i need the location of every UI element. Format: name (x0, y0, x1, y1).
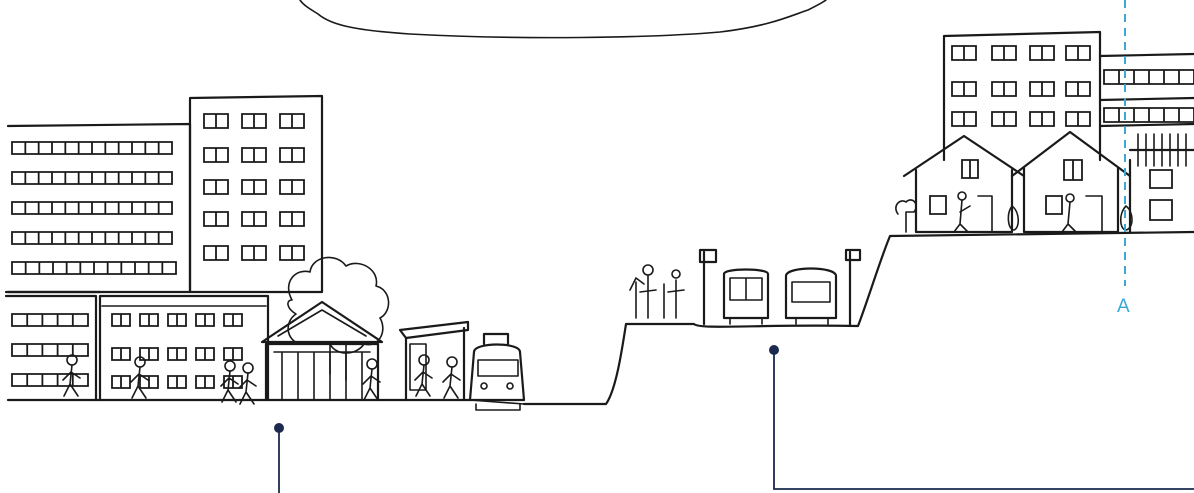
terrace-people (896, 192, 1132, 232)
window (992, 112, 1016, 126)
window (1030, 46, 1054, 60)
window (204, 212, 228, 226)
window (280, 114, 304, 128)
window (242, 246, 266, 260)
window (140, 376, 158, 388)
window (204, 148, 228, 162)
callout-leader-right (769, 345, 1194, 489)
people-on-ledge (630, 265, 684, 318)
window (224, 376, 242, 388)
window (1030, 82, 1054, 96)
window (168, 314, 186, 326)
window (992, 82, 1016, 96)
pedestrian (443, 357, 460, 398)
window (224, 348, 242, 360)
window (204, 180, 228, 194)
tall-building (190, 96, 322, 292)
pedestrian (63, 355, 80, 396)
window (196, 376, 214, 388)
house-right (1130, 134, 1194, 232)
window (1066, 82, 1090, 96)
window (242, 212, 266, 226)
window-row (1104, 70, 1194, 84)
house (1012, 132, 1130, 232)
window (1066, 112, 1090, 126)
window (242, 114, 266, 128)
window (112, 348, 130, 360)
window (204, 246, 228, 260)
window-row (12, 202, 172, 214)
window (952, 112, 976, 126)
window (952, 46, 976, 60)
window-row (1104, 108, 1194, 122)
window (280, 212, 304, 226)
window-row (12, 232, 172, 244)
bus (724, 270, 768, 325)
low-shop-building (6, 292, 100, 400)
window (168, 348, 186, 360)
window-row (12, 172, 172, 184)
window (1066, 46, 1090, 60)
window (196, 314, 214, 326)
apartment-block (8, 124, 190, 292)
window-row (12, 142, 172, 154)
window (242, 148, 266, 162)
window (242, 180, 266, 194)
right-apartment-block (944, 32, 1100, 160)
window (280, 148, 304, 162)
bus-shelter (400, 322, 468, 400)
tram (470, 334, 524, 410)
section-marker-label: A (1117, 296, 1130, 318)
callout-leader-left (274, 423, 284, 493)
pedestrians-left (63, 355, 460, 404)
window (280, 246, 304, 260)
window-row (12, 262, 176, 274)
house (904, 136, 1024, 232)
window (168, 376, 186, 388)
right-back-building (1100, 54, 1194, 126)
window (140, 314, 158, 326)
window-row (12, 314, 88, 326)
callout-bubble (300, 0, 826, 38)
window (112, 376, 130, 388)
bus (786, 269, 836, 325)
window (224, 314, 242, 326)
window-row (12, 344, 88, 356)
window (992, 46, 1016, 60)
window (204, 114, 228, 128)
pedestrian (131, 357, 148, 398)
station-pavilion (262, 302, 382, 400)
window (196, 348, 214, 360)
window (952, 82, 976, 96)
window (1030, 112, 1054, 126)
window (112, 314, 130, 326)
window (280, 180, 304, 194)
